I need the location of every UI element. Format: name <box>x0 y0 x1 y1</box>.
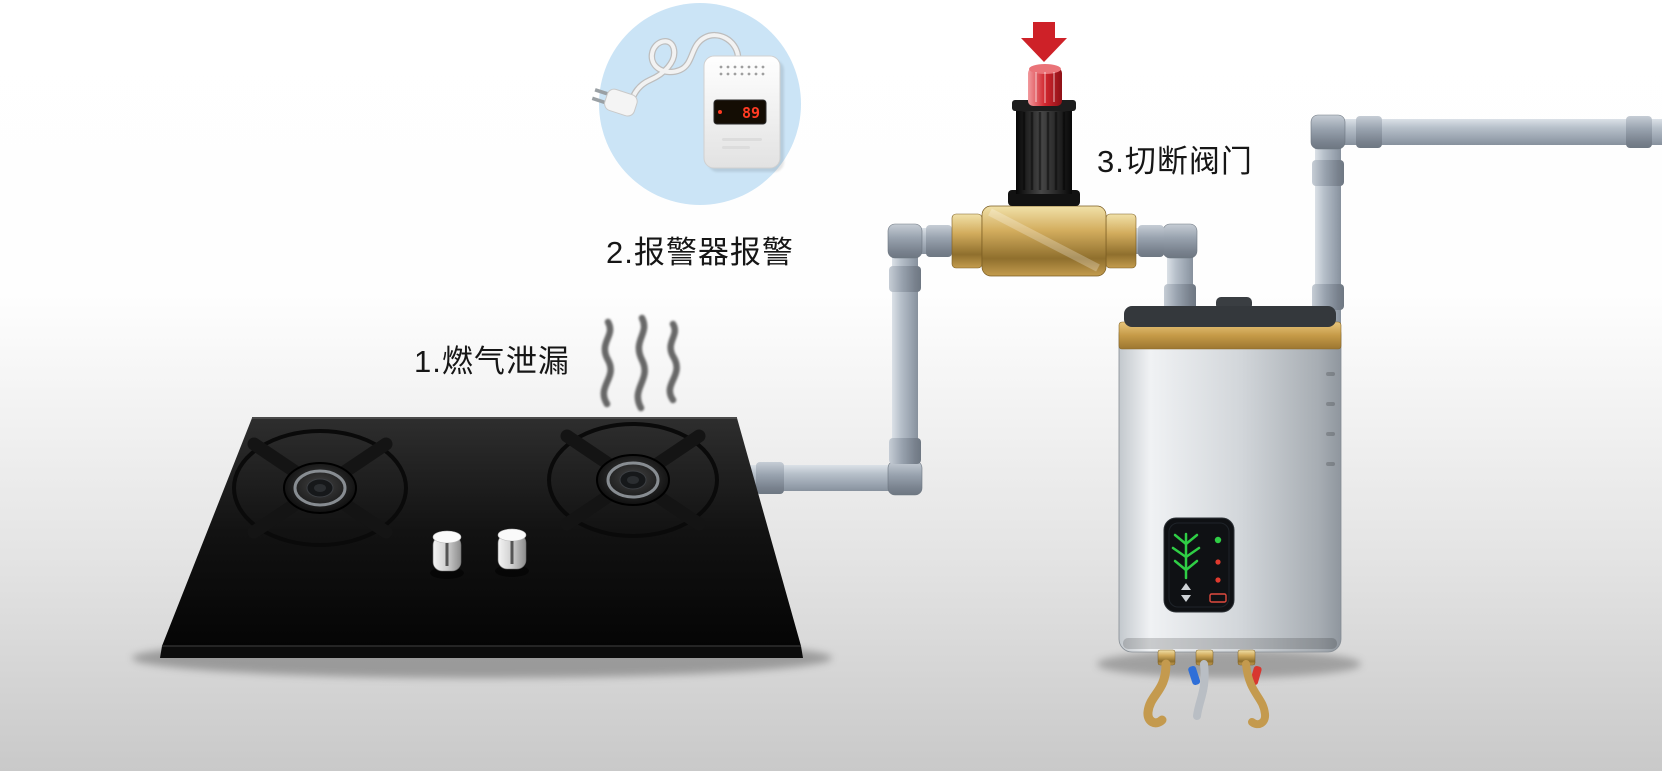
valve-coil-ribs <box>1022 112 1066 190</box>
alarm-display: 89 <box>742 104 760 122</box>
burner-ring <box>606 461 660 499</box>
speaker-grille <box>719 65 765 76</box>
valve-brass-nut <box>1105 213 1137 269</box>
panel-digit-indicator <box>1209 593 1227 603</box>
plug-head <box>604 88 638 117</box>
burner-left <box>232 429 408 547</box>
panel-status-led-red <box>1215 577 1221 583</box>
pipe-coupling <box>1356 116 1382 148</box>
knob-right <box>495 528 529 577</box>
step-label-valve: 3.切断阀门 <box>1097 144 1253 179</box>
alarm-power-cord-highlight <box>631 33 740 99</box>
pipe-coupling <box>889 266 921 292</box>
plug-prong <box>594 88 609 96</box>
gas-shutoff-valve <box>951 22 1137 277</box>
steam-wisp <box>600 318 614 408</box>
power-plug-icon <box>591 88 638 117</box>
heater-side-vents <box>1326 372 1335 466</box>
pipe-elbow <box>1310 114 1346 150</box>
alarm-label-line <box>722 146 750 149</box>
pipe-coupling <box>1138 225 1164 257</box>
silver-hose-middle <box>1193 660 1209 720</box>
panel-status-led-green <box>1214 536 1222 544</box>
valve-red-cap-top <box>1029 64 1061 74</box>
burner-cap <box>627 476 639 484</box>
pipe-coupling <box>1626 116 1652 148</box>
panel-flame-icon <box>1171 532 1201 580</box>
alarm-display-window <box>713 99 767 125</box>
heater-control-panel <box>1163 517 1235 613</box>
pipe-coupling <box>1164 284 1196 310</box>
pipe-elbow <box>887 223 923 259</box>
panel-status-led-red <box>1215 559 1221 565</box>
pipe-coupling <box>756 462 784 494</box>
knob-left <box>430 530 464 579</box>
alarm-highlight-circle: 89 <box>591 3 801 205</box>
heater-hoses <box>1143 649 1270 729</box>
heater-top-cap <box>1124 306 1336 327</box>
pipe-coupling <box>1312 284 1344 310</box>
step-label-alarm: 2.报警器报警 <box>606 235 794 270</box>
stove-front-edge <box>160 646 803 658</box>
panel-up-arrow-icon <box>1181 583 1191 590</box>
pipe-elbow <box>1162 223 1198 259</box>
pipe-elbow <box>887 460 923 496</box>
alarm-led <box>718 110 722 114</box>
valve-brass-highlight <box>988 208 1100 272</box>
gas-leak-steam-icon <box>600 314 680 412</box>
steam-wisp <box>666 320 680 404</box>
pipe-coupling <box>926 225 952 257</box>
steam-wisp <box>634 314 648 412</box>
knob-top <box>432 530 462 544</box>
plug-prong <box>591 96 607 105</box>
knob-top <box>497 528 527 542</box>
down-arrow-icon <box>1021 22 1067 62</box>
grate-outer-ring <box>547 422 719 538</box>
burner-right <box>547 422 719 538</box>
pipe-coupling <box>1312 160 1344 186</box>
panel-bezel <box>1163 517 1235 613</box>
pipe-coupling <box>889 438 921 464</box>
gold-hose-left <box>1143 659 1171 728</box>
valve-brass-nut <box>951 213 983 269</box>
burner-ring <box>293 469 347 507</box>
heater-bottom-seam <box>1123 638 1337 649</box>
alarm-label-line <box>722 138 762 141</box>
gas-stove <box>160 417 803 658</box>
blue-valve-handle <box>1188 665 1201 685</box>
heater-shadow <box>1097 650 1361 678</box>
step-label-gas-leak: 1.燃气泄漏 <box>414 344 570 379</box>
valve-coil-body <box>1016 108 1072 194</box>
water-heater <box>1118 297 1342 729</box>
grate-outer-ring <box>232 429 408 547</box>
burner-cap <box>314 484 326 492</box>
gold-hose-right <box>1242 660 1270 729</box>
panel-down-arrow-icon <box>1181 595 1191 602</box>
valve-red-cap <box>1028 68 1062 106</box>
gas-alarm-device: 89 <box>703 55 784 172</box>
valve-cap-ribs <box>1035 72 1055 103</box>
panel-screen-edge <box>1168 522 1230 608</box>
